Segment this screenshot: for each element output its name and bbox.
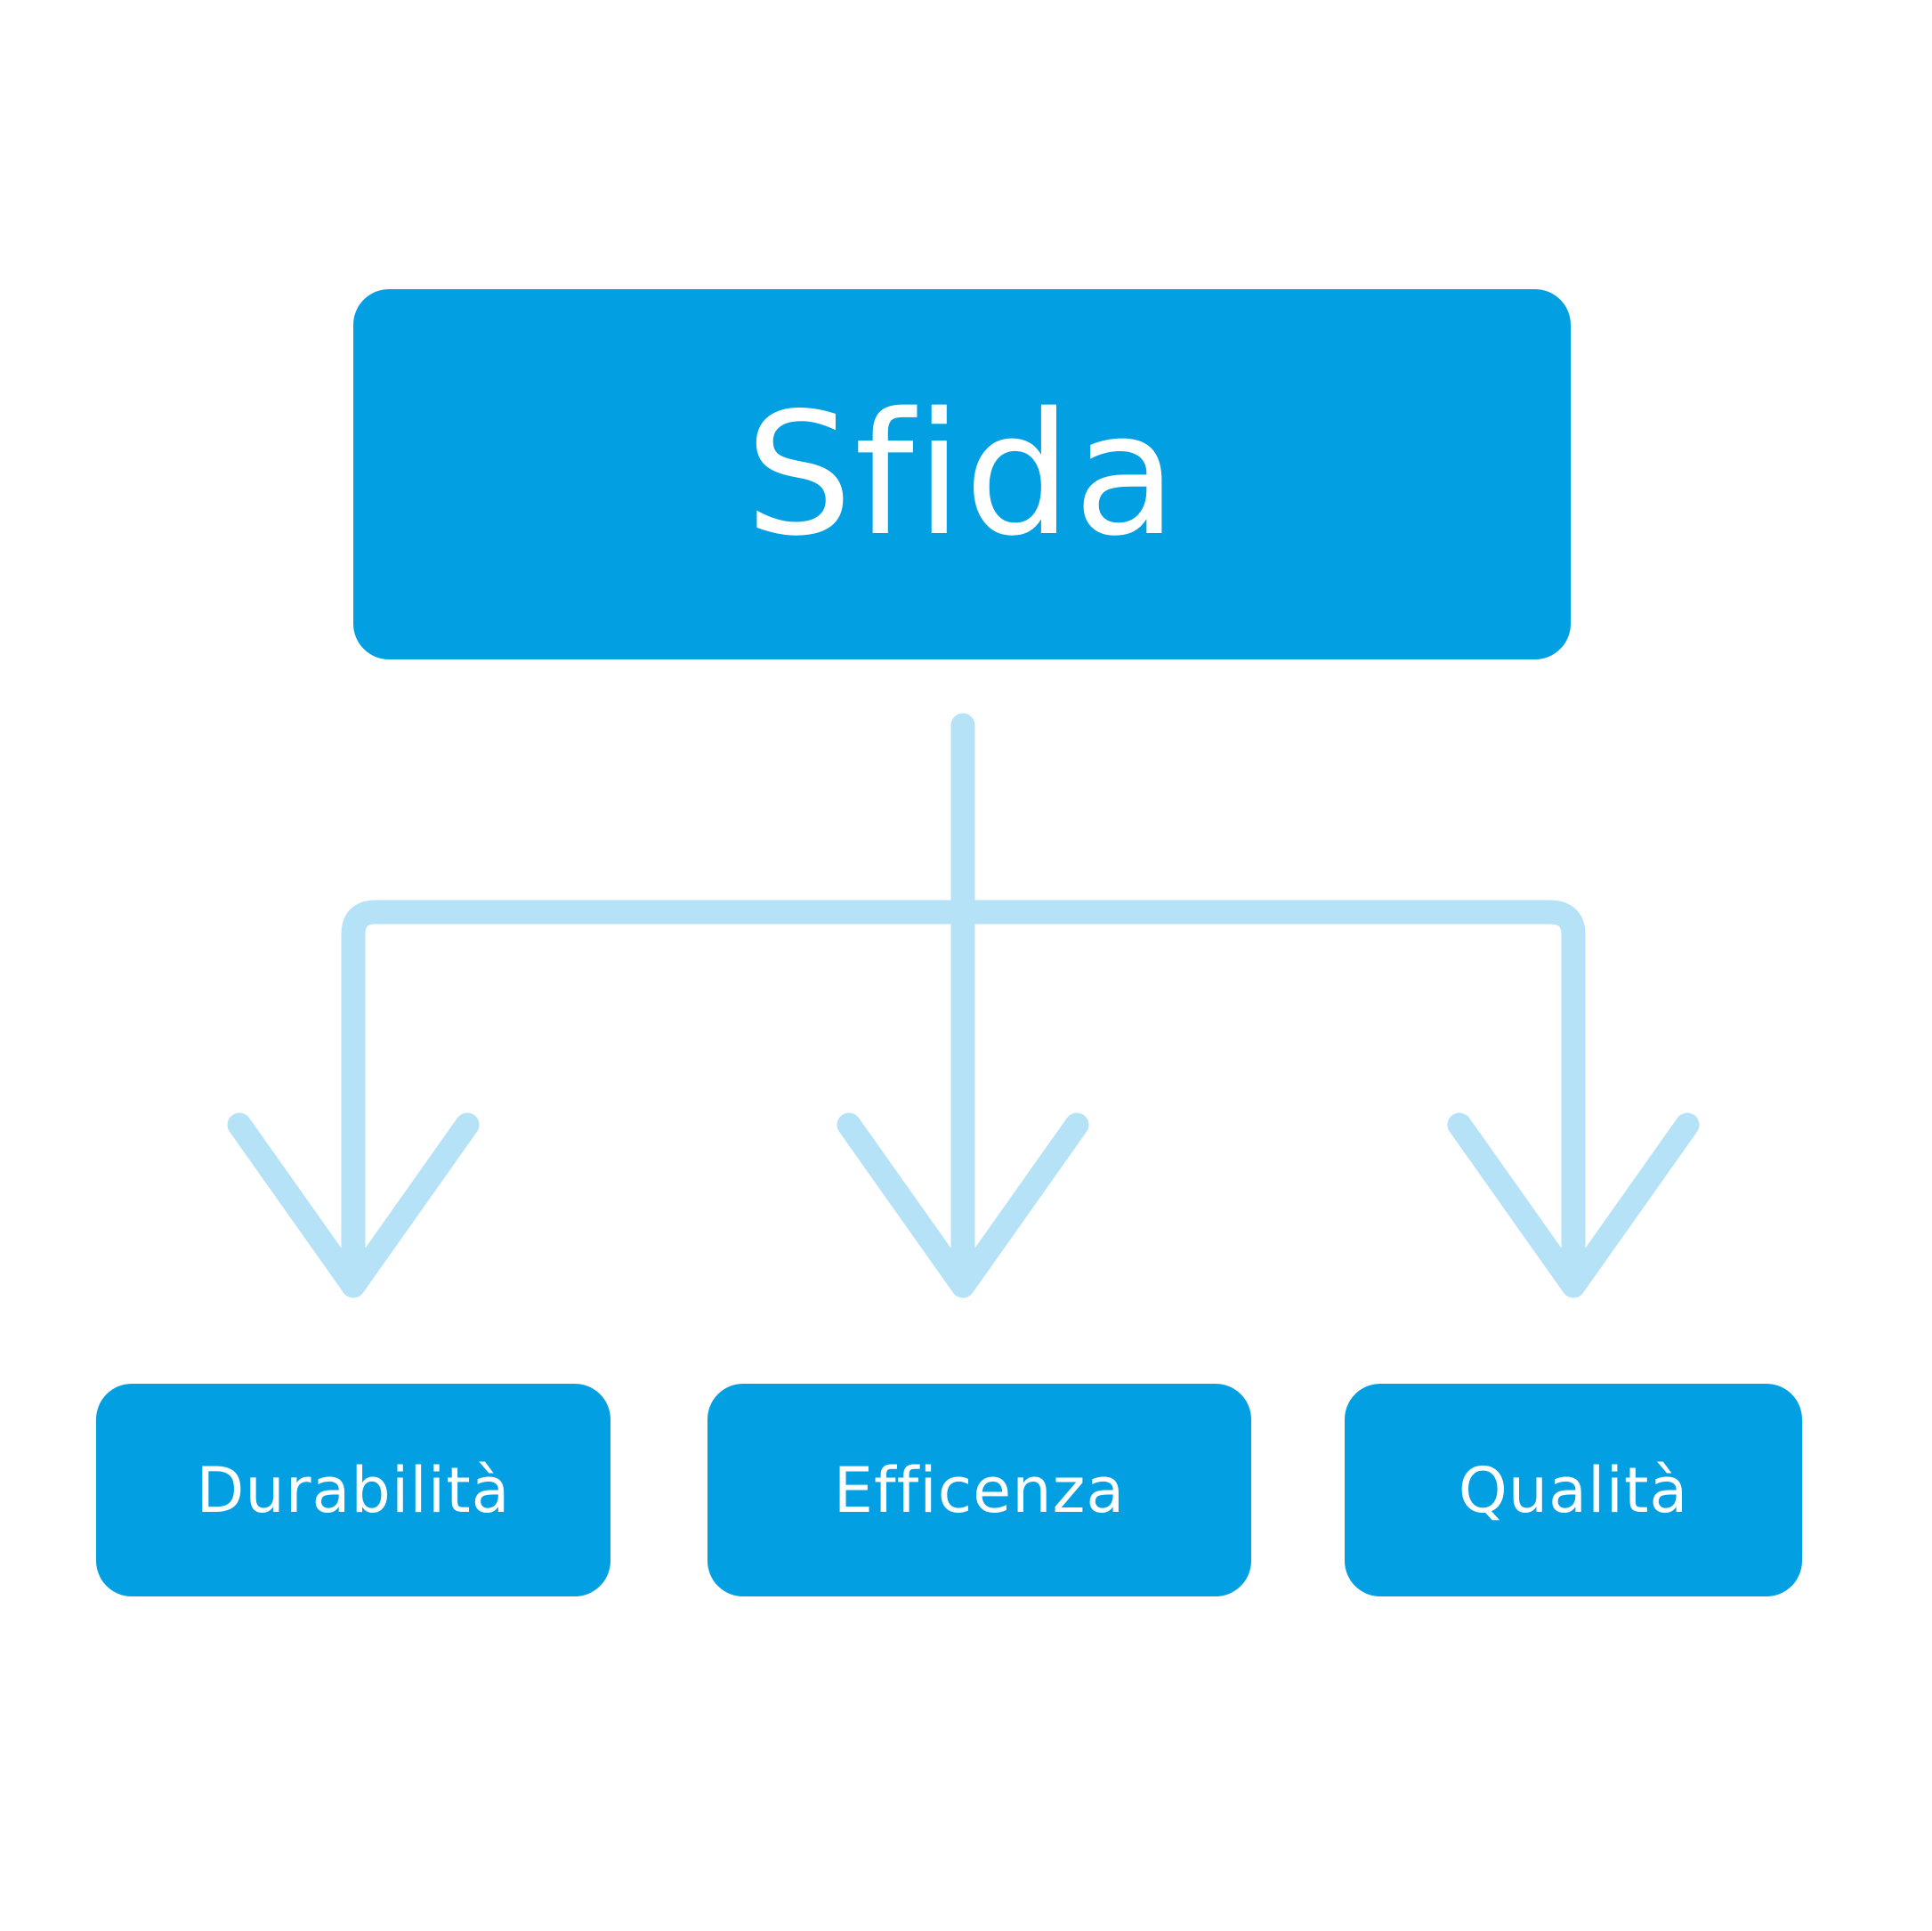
child-node-durabilita: Durabilità bbox=[96, 1384, 610, 1596]
arrowhead-left bbox=[227, 1112, 480, 1298]
child-node-label: Efficenza bbox=[833, 1453, 1126, 1527]
child-node-label: Qualità bbox=[1458, 1453, 1689, 1527]
child-node-efficenza: Efficenza bbox=[707, 1384, 1251, 1596]
child-node-qualita: Qualità bbox=[1345, 1384, 1802, 1596]
arrowhead-right bbox=[1447, 1112, 1700, 1298]
root-node-box: Sfida bbox=[353, 289, 1571, 659]
child-node-label: Durabilità bbox=[196, 1453, 511, 1527]
root-node-label: Sfida bbox=[745, 376, 1179, 573]
arrowhead-middle bbox=[837, 1112, 1089, 1298]
